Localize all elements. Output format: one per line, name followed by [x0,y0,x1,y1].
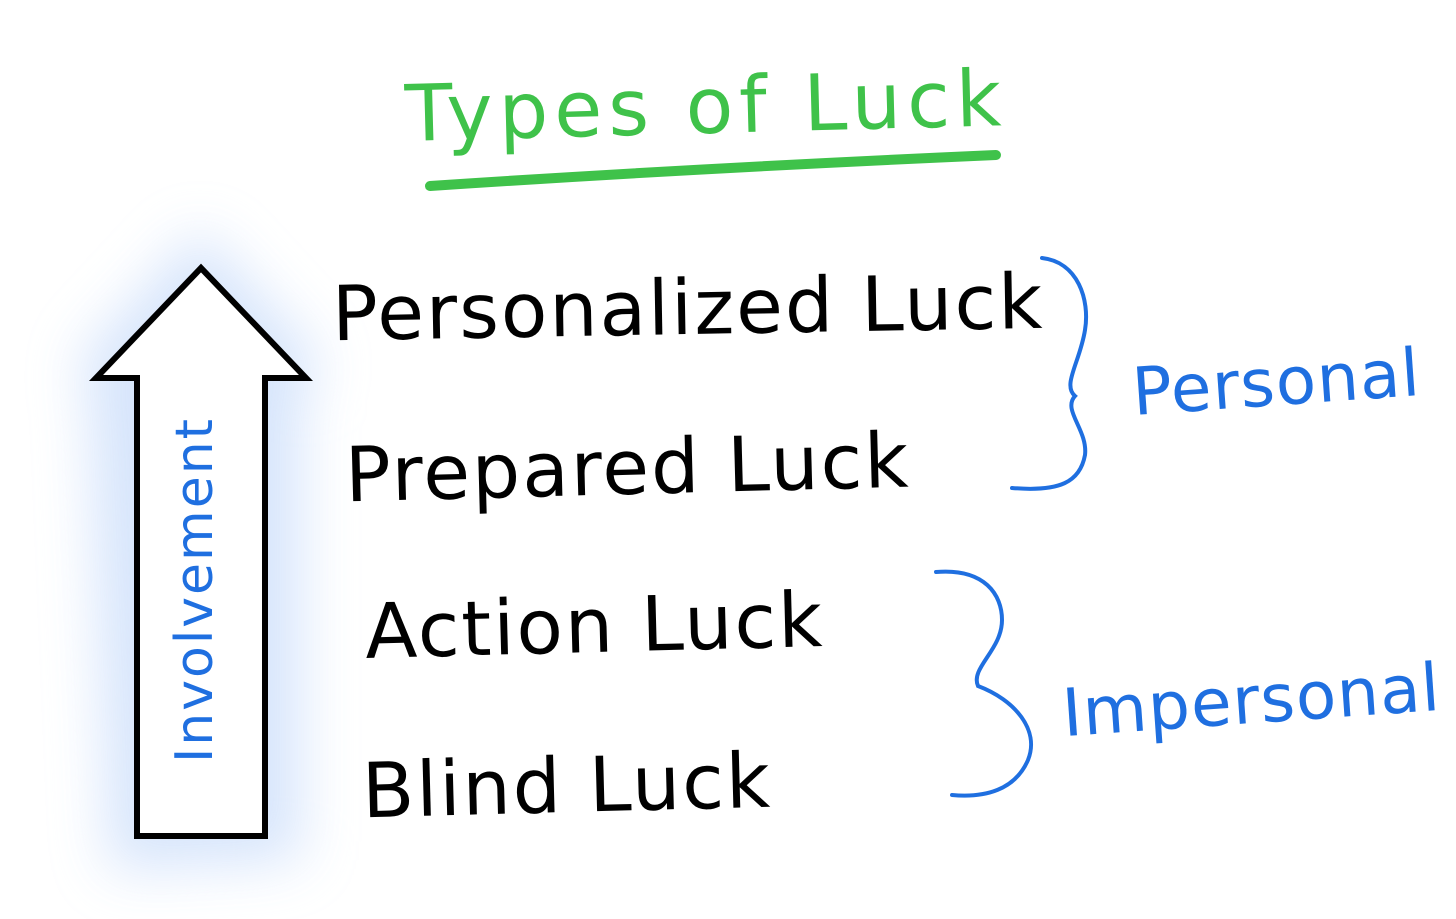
group-label-personal: Personal [1129,334,1423,431]
brace-personal [1010,256,1088,491]
luck-type-blind: Blind Luck [360,735,774,836]
luck-type-prepared: Prepared Luck [343,415,912,520]
brace-impersonal [934,569,1034,798]
luck-type-action: Action Luck [363,575,826,676]
involvement-arrow [88,263,314,839]
luck-type-personalized: Personalized Luck [331,256,1045,359]
title-underline [425,150,1001,191]
axis-label-involvement: Involvement [165,416,226,764]
diagram-title: Types of Luck [403,54,1009,160]
